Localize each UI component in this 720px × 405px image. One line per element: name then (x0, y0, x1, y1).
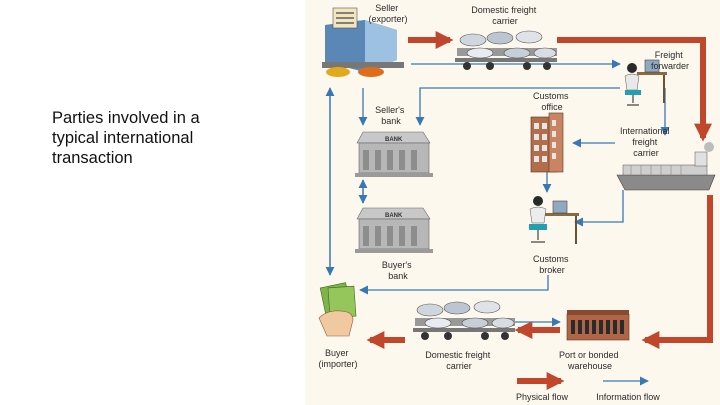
domestic-carrier-bottom-label: Domestic freight carrier (425, 350, 493, 371)
buyers-bank-sign: BANK (385, 213, 403, 219)
physical-arrow-ship-to-port (641, 195, 713, 349)
international-carrier-label: International freight carrier (620, 126, 672, 158)
buyer-label: Buyer (importer) (318, 348, 357, 369)
car-carrier-truck-icon (455, 30, 557, 70)
customs-broker-label: Customs broker (533, 254, 571, 275)
information-flow-arrows (325, 59, 670, 327)
sellers-bank-icon: BANK (355, 131, 433, 177)
slide-caption: Parties involved in a typical internatio… (52, 109, 200, 167)
hand-holding-money-icon (318, 282, 357, 337)
warehouse-icon (566, 310, 630, 341)
seller-icon (322, 7, 404, 77)
cargo-ship-icon (616, 142, 716, 191)
legend-physical-label: Physical flow (516, 392, 569, 402)
buyers-bank-icon: BANK (355, 207, 433, 253)
physical-arrow-carrier-to-ship (557, 37, 712, 142)
transaction-diagram: Seller (exporter) Domestic freight carri… (305, 0, 720, 405)
freight-forwarder-icon (624, 59, 667, 106)
car-carrier-truck-bottom-icon (413, 300, 515, 340)
info-arrow-forwarder-to-sellers-bank (415, 87, 620, 126)
info-arrow-broker-to-buyer (359, 275, 549, 295)
diagram-canvas: Seller (exporter) Domestic freight carri… (318, 3, 716, 402)
legend: Physical flow Information flow (516, 372, 660, 402)
customs-office-label: Customs office (533, 91, 571, 112)
freight-forwarder-label: Freight forwarder (651, 50, 689, 71)
sellers-bank-label: Seller's bank (375, 105, 407, 126)
legend-information-label: Information flow (596, 392, 660, 402)
port-label: Port or bonded warehouse (559, 350, 621, 371)
sellers-bank-sign: BANK (385, 137, 403, 143)
domestic-carrier-top-label: Domestic freight carrier (471, 5, 539, 26)
seller-label: Seller (exporter) (368, 3, 407, 24)
customs-broker-icon (529, 196, 579, 244)
physical-flow-arrows (366, 31, 713, 349)
buyers-bank-label: Buyer's bank (382, 260, 414, 281)
info-arrow-ship-to-broker (574, 190, 624, 227)
left-panel: Parties involved in a typical internatio… (0, 0, 305, 405)
customs-office-icon (530, 112, 564, 173)
